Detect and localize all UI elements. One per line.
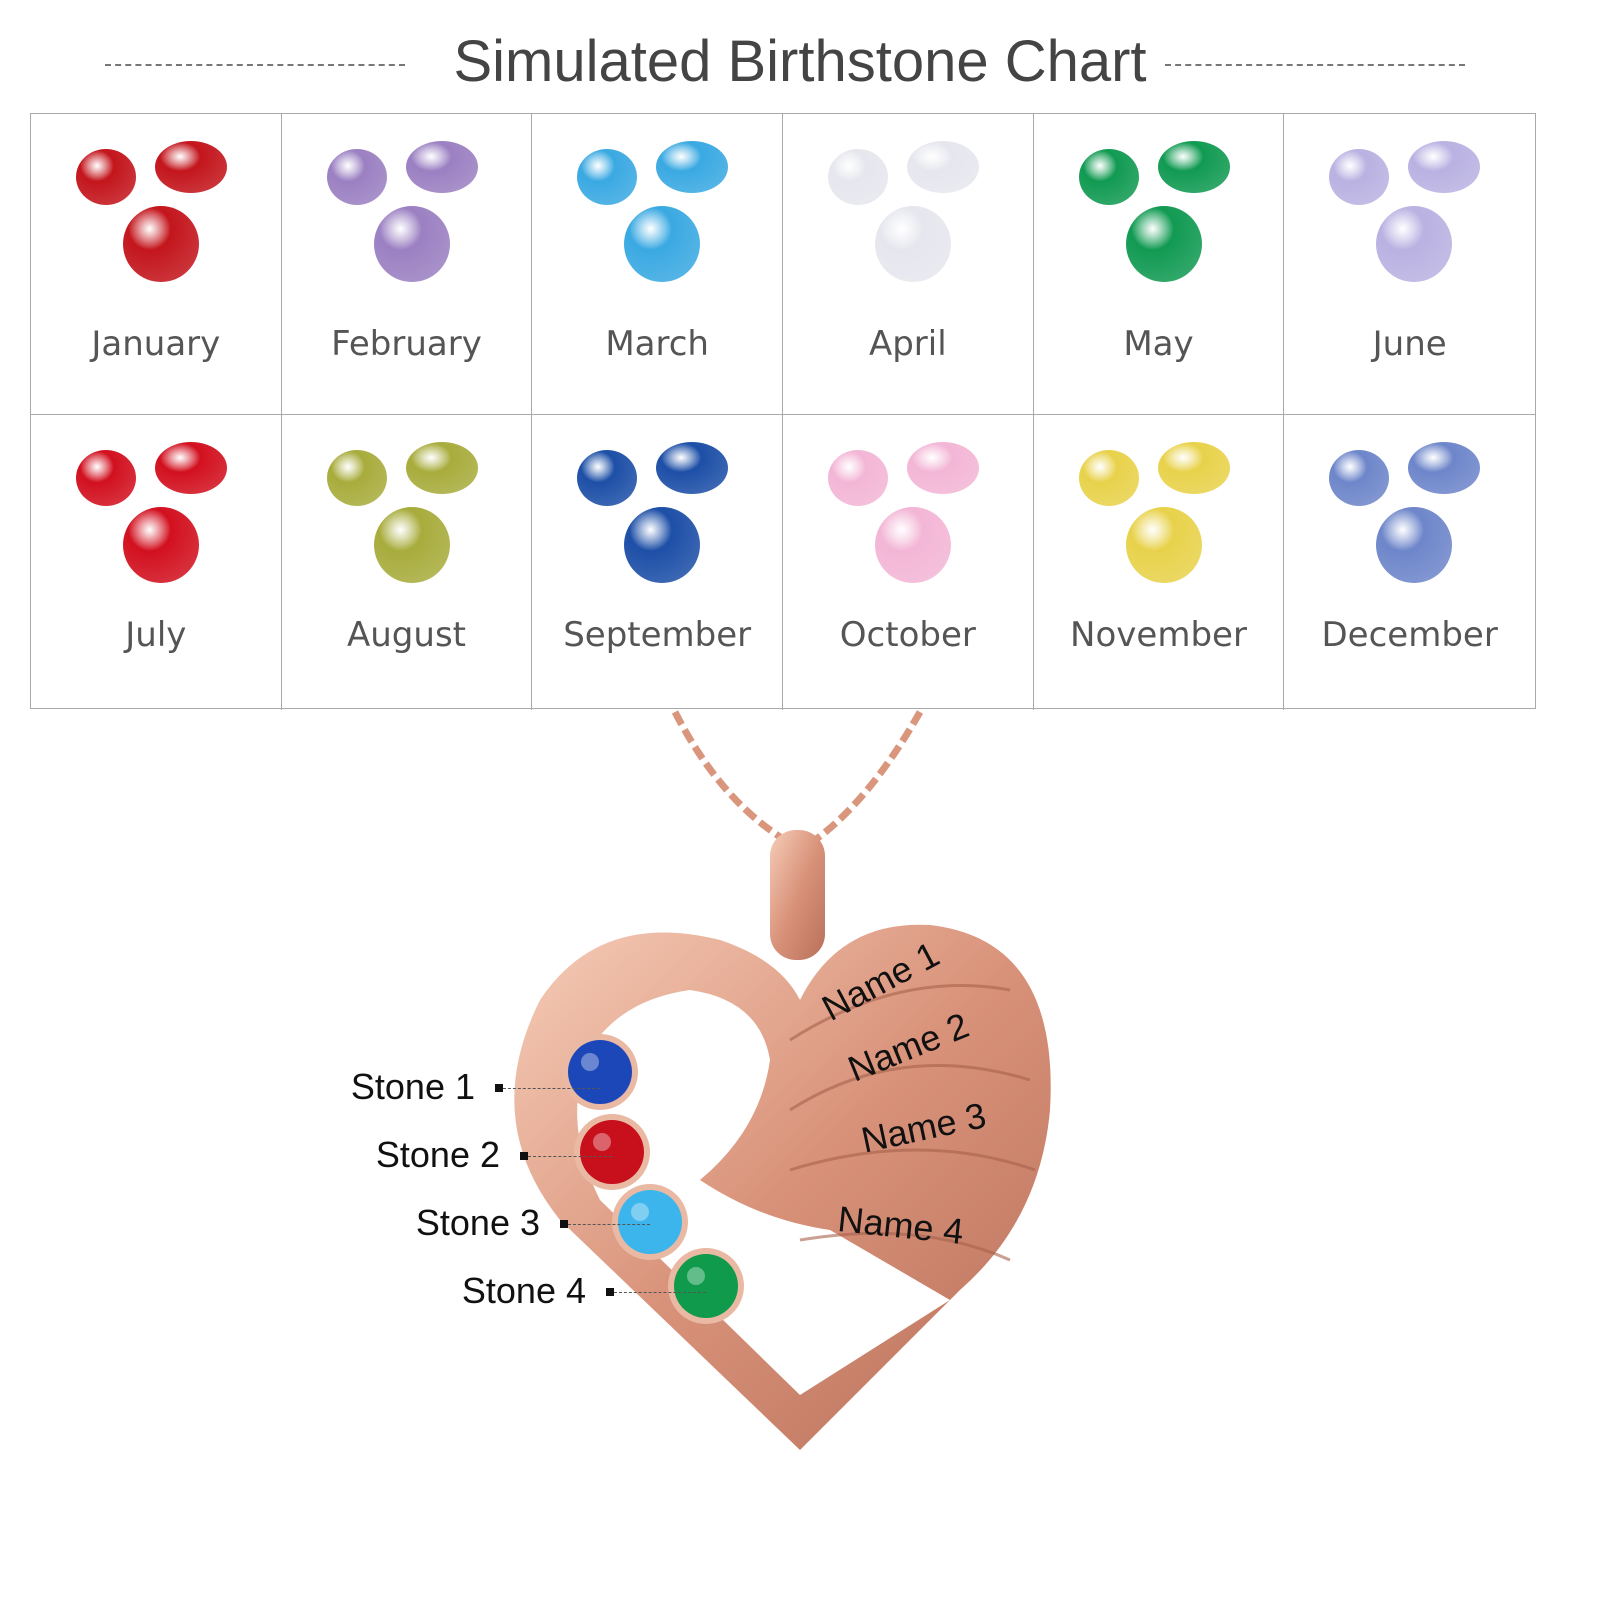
month-label: September	[563, 615, 752, 655]
month-cell-april: April	[783, 114, 1034, 415]
month-label: October	[839, 615, 976, 655]
gem-cluster-icon	[326, 442, 478, 583]
gem	[123, 507, 199, 583]
gem	[405, 141, 478, 193]
month-label: December	[1321, 615, 1498, 655]
gem	[875, 507, 951, 583]
month-label: June	[1372, 324, 1447, 364]
gem	[1157, 442, 1230, 494]
birthstone-grid: January February March April May June Ju…	[30, 113, 1536, 710]
month-label: March	[605, 324, 709, 364]
month-cell-august: August	[282, 415, 533, 710]
month-label: February	[331, 324, 482, 364]
gem	[405, 442, 478, 494]
title-divider-right	[1165, 64, 1465, 66]
gem	[624, 206, 701, 282]
gem-cluster-icon	[1078, 141, 1230, 282]
gem	[1125, 206, 1202, 282]
gem	[76, 450, 136, 506]
leader-dot	[495, 1084, 503, 1092]
gem	[155, 141, 227, 193]
gem-cluster-icon	[577, 442, 729, 583]
gem	[907, 442, 979, 494]
gem	[373, 507, 450, 583]
leader-line	[528, 1156, 612, 1157]
month-cell-june: June	[1284, 114, 1535, 415]
gem-cluster-icon	[1078, 442, 1230, 583]
leader-dot	[606, 1288, 614, 1296]
leader-line	[503, 1088, 600, 1089]
gem	[624, 507, 701, 583]
leader-line	[568, 1224, 650, 1225]
stone-1-gem	[568, 1040, 632, 1104]
month-label: November	[1070, 615, 1247, 655]
page-title: Simulated Birthstone Chart	[453, 29, 1147, 94]
stone-label: Stone 1	[350, 1066, 475, 1107]
gem	[1376, 507, 1453, 583]
month-cell-october: October	[783, 415, 1034, 710]
gem	[326, 450, 387, 506]
gem-cluster-icon	[828, 141, 979, 282]
month-label: April	[868, 324, 947, 364]
gem	[828, 450, 888, 506]
stone-label: Stone 4	[461, 1270, 586, 1311]
month-cell-november: November	[1034, 415, 1285, 710]
month-cell-september: September	[532, 415, 783, 710]
stone-2-gem	[580, 1120, 644, 1184]
month-cell-july: July	[31, 415, 282, 710]
gem	[875, 206, 951, 282]
month-cell-february: February	[281, 114, 533, 415]
gem	[1408, 442, 1481, 494]
month-cell-may: May	[1033, 114, 1285, 415]
month-label: January	[91, 324, 221, 364]
stone-3-gem	[618, 1190, 682, 1254]
gem	[326, 149, 387, 205]
gem-cluster-icon	[828, 442, 979, 583]
month-cell-january: January	[31, 114, 282, 415]
stone-label: Stone 3	[415, 1202, 540, 1243]
gem-cluster-icon	[326, 141, 478, 282]
month-cell-december: December	[1284, 415, 1535, 710]
gem	[1376, 206, 1453, 282]
gem	[656, 141, 729, 193]
leader-dot	[560, 1220, 568, 1228]
gem	[577, 450, 638, 506]
gem-cluster-icon	[1329, 141, 1481, 282]
month-label: August	[347, 615, 466, 655]
month-label: July	[125, 615, 187, 655]
gem	[123, 206, 199, 282]
gem	[1329, 450, 1390, 506]
stone-4-gem	[674, 1254, 738, 1318]
gem	[155, 442, 227, 494]
gem	[1157, 141, 1230, 193]
chain	[671, 710, 924, 843]
gem	[373, 206, 450, 282]
gem	[1078, 450, 1139, 506]
gem-cluster-icon	[1329, 442, 1481, 583]
month-label: May	[1123, 324, 1194, 364]
gem-cluster-icon	[577, 141, 729, 282]
gem	[577, 149, 638, 205]
month-cell-march: March	[532, 114, 783, 415]
bail	[770, 830, 825, 960]
gem	[1078, 149, 1139, 205]
gem	[1408, 141, 1481, 193]
gem	[1329, 149, 1390, 205]
leader-dot	[520, 1152, 528, 1160]
gem	[1125, 507, 1202, 583]
gem-cluster-icon	[76, 442, 227, 583]
gem	[76, 149, 136, 205]
leader-line	[614, 1292, 706, 1293]
title-divider-left	[105, 64, 405, 66]
gem	[828, 149, 888, 205]
stone-label: Stone 2	[375, 1134, 500, 1175]
gem-cluster-icon	[76, 141, 227, 282]
gem	[656, 442, 729, 494]
gem	[907, 141, 979, 193]
